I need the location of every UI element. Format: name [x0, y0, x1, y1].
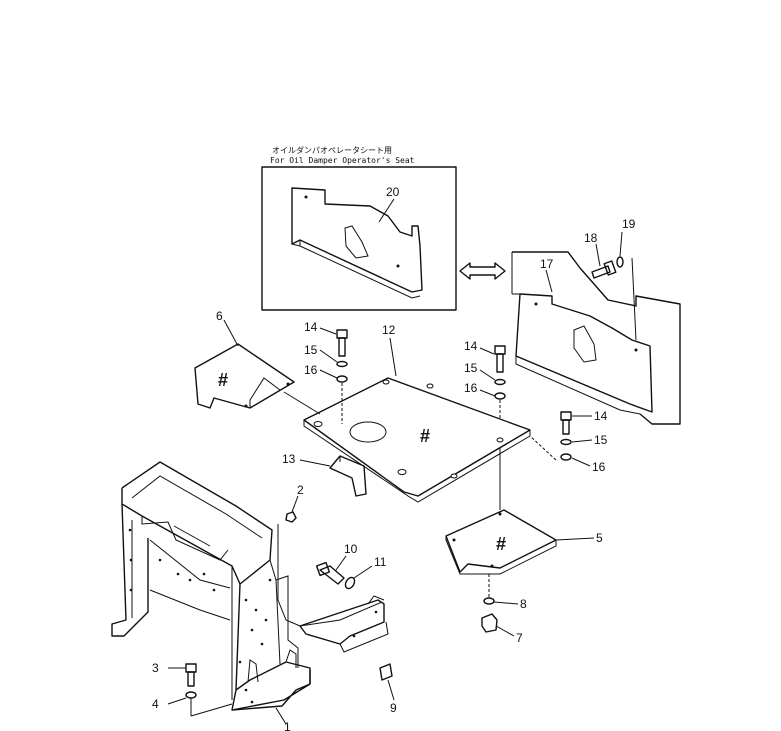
inset-oil-damper-seat: オイルダンパオペレータシート用 For Oil Damper Operator'…: [261, 145, 457, 311]
rail-bracket: [299, 595, 389, 653]
label-14a: 14: [304, 320, 318, 334]
label-16c: 16: [592, 460, 606, 474]
bolt-part-2: 2: [285, 483, 304, 523]
label-3: 3: [152, 661, 159, 675]
label-17: 17: [540, 257, 554, 271]
label-15b: 15: [464, 361, 478, 375]
label-9: 9: [390, 701, 397, 715]
label-4: 4: [152, 697, 159, 711]
label-11: 11: [374, 555, 387, 569]
label-1: 1: [284, 720, 291, 731]
label-15a: 15: [304, 343, 318, 357]
seat-base-part-1: 1: [111, 461, 311, 731]
label-12: 12: [382, 323, 396, 337]
inset-caption-jp: オイルダンパオペレータシート用: [272, 145, 392, 155]
label-13: 13: [282, 452, 296, 466]
washer-part-8: 8: [483, 597, 527, 611]
bolt-part-10: 10: [315, 542, 358, 585]
fastener-stack-right: 14 15 16: [529, 409, 608, 474]
cover-part-6: # 6: [194, 309, 295, 409]
fastener-stack-left: 14 15 16: [304, 320, 348, 424]
hash-mark-5: #: [496, 534, 506, 554]
label-16a: 16: [304, 363, 318, 377]
label-18: 18: [584, 231, 598, 245]
label-6: 6: [216, 309, 223, 323]
label-19: 19: [622, 217, 636, 231]
cover-part-20: [291, 187, 423, 299]
inset-caption-en: For Oil Damper Operator's Seat: [270, 156, 415, 165]
label-16b: 16: [464, 381, 478, 395]
label-7: 7: [516, 631, 523, 645]
label-15c: 15: [594, 433, 608, 447]
washer-part-11: 11: [344, 555, 387, 590]
cover-part-17: 17: [511, 251, 681, 425]
inset-frame: [261, 166, 457, 311]
nut-part-7: 7: [481, 613, 523, 645]
bolt-part-3: 3: [152, 661, 197, 687]
bracket-part-13: 13: [282, 452, 367, 497]
washer-part-4: 4: [152, 691, 233, 717]
double-arrow-icon: [459, 262, 506, 280]
clip-part-9: 9: [379, 663, 397, 715]
floor-plate-part-12: # 12: [303, 323, 531, 503]
washer-part-19: 19: [616, 217, 637, 341]
label-14b: 14: [464, 339, 478, 353]
label-5: 5: [596, 531, 603, 545]
label-14c: 14: [594, 409, 608, 423]
hash-mark-12: #: [420, 426, 430, 446]
cover-part-5: # 5: [445, 509, 603, 575]
fastener-stack-center: 14 15 16: [464, 339, 506, 420]
hash-mark-6: #: [218, 370, 228, 390]
label-20: 20: [386, 185, 400, 199]
label-8: 8: [520, 597, 527, 611]
bolt-part-18: 18: [584, 231, 617, 279]
label-10: 10: [344, 542, 358, 556]
label-2: 2: [297, 483, 304, 497]
